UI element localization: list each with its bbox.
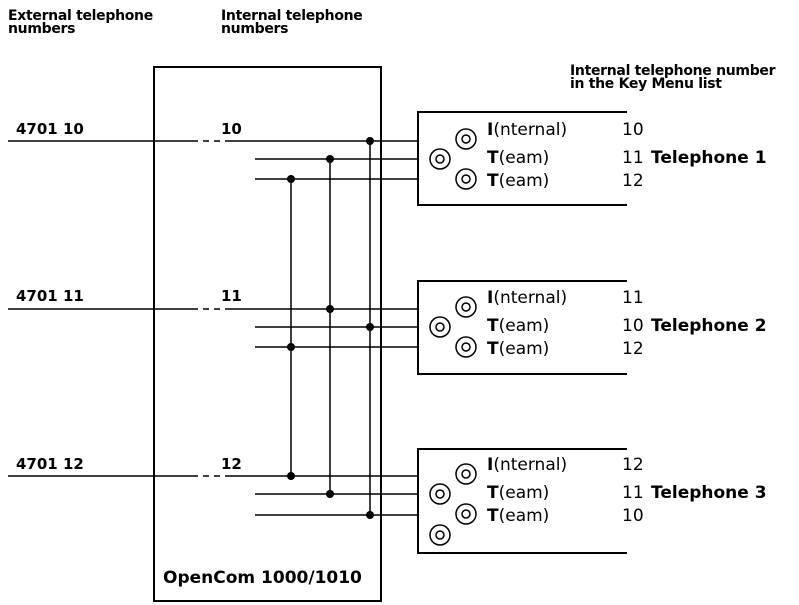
- system-label: OpenCom 1000/1010: [163, 568, 362, 588]
- internal-header-line-1: Internal telephone: [221, 8, 363, 24]
- key-menu-header-line-1: Internal telephone number: [570, 63, 776, 79]
- key-rest: (eam): [498, 171, 550, 191]
- key-rest: (eam): [498, 316, 550, 336]
- telephone-3-key-1: I(nternal): [487, 455, 567, 475]
- key-initial: T: [487, 483, 499, 503]
- telephone-2-label: Telephone 2: [651, 316, 767, 336]
- key-rest: (nternal): [493, 455, 568, 475]
- internal-number-3: 12: [221, 455, 242, 473]
- internal-numbers-header: Internal telephone numbers: [221, 8, 363, 37]
- telephone-1-key-3: T(eam): [487, 171, 549, 191]
- external-number-1: 4701 10: [16, 120, 84, 138]
- telephone-2-keys: [429, 296, 477, 358]
- internal-header-line-2: numbers: [221, 21, 289, 37]
- external-number-2: 4701 11: [16, 287, 84, 305]
- key-menu-header: Internal telephone number in the Key Men…: [570, 63, 776, 92]
- telephone-3-key-1-number: 12: [622, 455, 644, 475]
- key-rest: (nternal): [493, 288, 568, 308]
- telephone-2-key-2: T(eam): [487, 316, 549, 336]
- telephone-2-key-1: I(nternal): [487, 288, 567, 308]
- telephone-2-box: [417, 280, 627, 375]
- telephone-1-key-2-number: 11: [622, 148, 644, 168]
- external-number-3: 4701 12: [16, 455, 84, 473]
- telephone-3-key-3-number: 10: [622, 506, 644, 526]
- team-lines: [255, 158, 418, 516]
- internal-number-1: 10: [221, 120, 242, 138]
- telephone-1-label: Telephone 1: [651, 148, 767, 168]
- telephone-3-key-3: T(eam): [487, 506, 549, 526]
- telephone-3-key-2-number: 11: [622, 483, 644, 503]
- telephone-1-key-3-number: 12: [622, 171, 644, 191]
- telephone-3-box: [417, 448, 627, 554]
- telephone-2-key-3-number: 12: [622, 339, 644, 359]
- junction-dots: [287, 137, 374, 519]
- key-initial: T: [487, 148, 499, 168]
- telephone-1-key-1: I(nternal): [487, 120, 567, 140]
- key-initial: I: [487, 288, 494, 308]
- telephone-3-keys: [429, 463, 477, 546]
- key-rest: (eam): [498, 339, 550, 359]
- external-numbers-header: External telephone numbers: [8, 8, 153, 37]
- key-rest: (eam): [498, 148, 550, 168]
- telephone-1-box: [417, 111, 627, 206]
- key-initial: T: [487, 316, 499, 336]
- key-rest: (eam): [498, 483, 550, 503]
- telephone-2-key-3: T(eam): [487, 339, 549, 359]
- key-rest: (eam): [498, 506, 550, 526]
- telephone-2-key-2-number: 10: [622, 316, 644, 336]
- key-initial: I: [487, 455, 494, 475]
- internal-number-2: 11: [221, 287, 242, 305]
- telephone-3-key-2: T(eam): [487, 483, 549, 503]
- telephone-1-key-2: T(eam): [487, 148, 549, 168]
- telephone-1-keys: [429, 128, 477, 190]
- external-header-line-2: numbers: [8, 21, 76, 37]
- external-header-line-1: External telephone: [8, 8, 153, 24]
- key-initial: T: [487, 339, 499, 359]
- telephone-3-label: Telephone 3: [651, 483, 767, 503]
- key-rest: (nternal): [493, 120, 568, 140]
- key-initial: T: [487, 506, 499, 526]
- system-box: [153, 66, 382, 602]
- telephone-1-key-1-number: 10: [622, 120, 644, 140]
- telephone-2-key-1-number: 11: [622, 288, 644, 308]
- key-menu-header-line-2: in the Key Menu list: [570, 76, 722, 92]
- vertical-buses: [290, 141, 371, 515]
- key-initial: T: [487, 171, 499, 191]
- key-initial: I: [487, 120, 494, 140]
